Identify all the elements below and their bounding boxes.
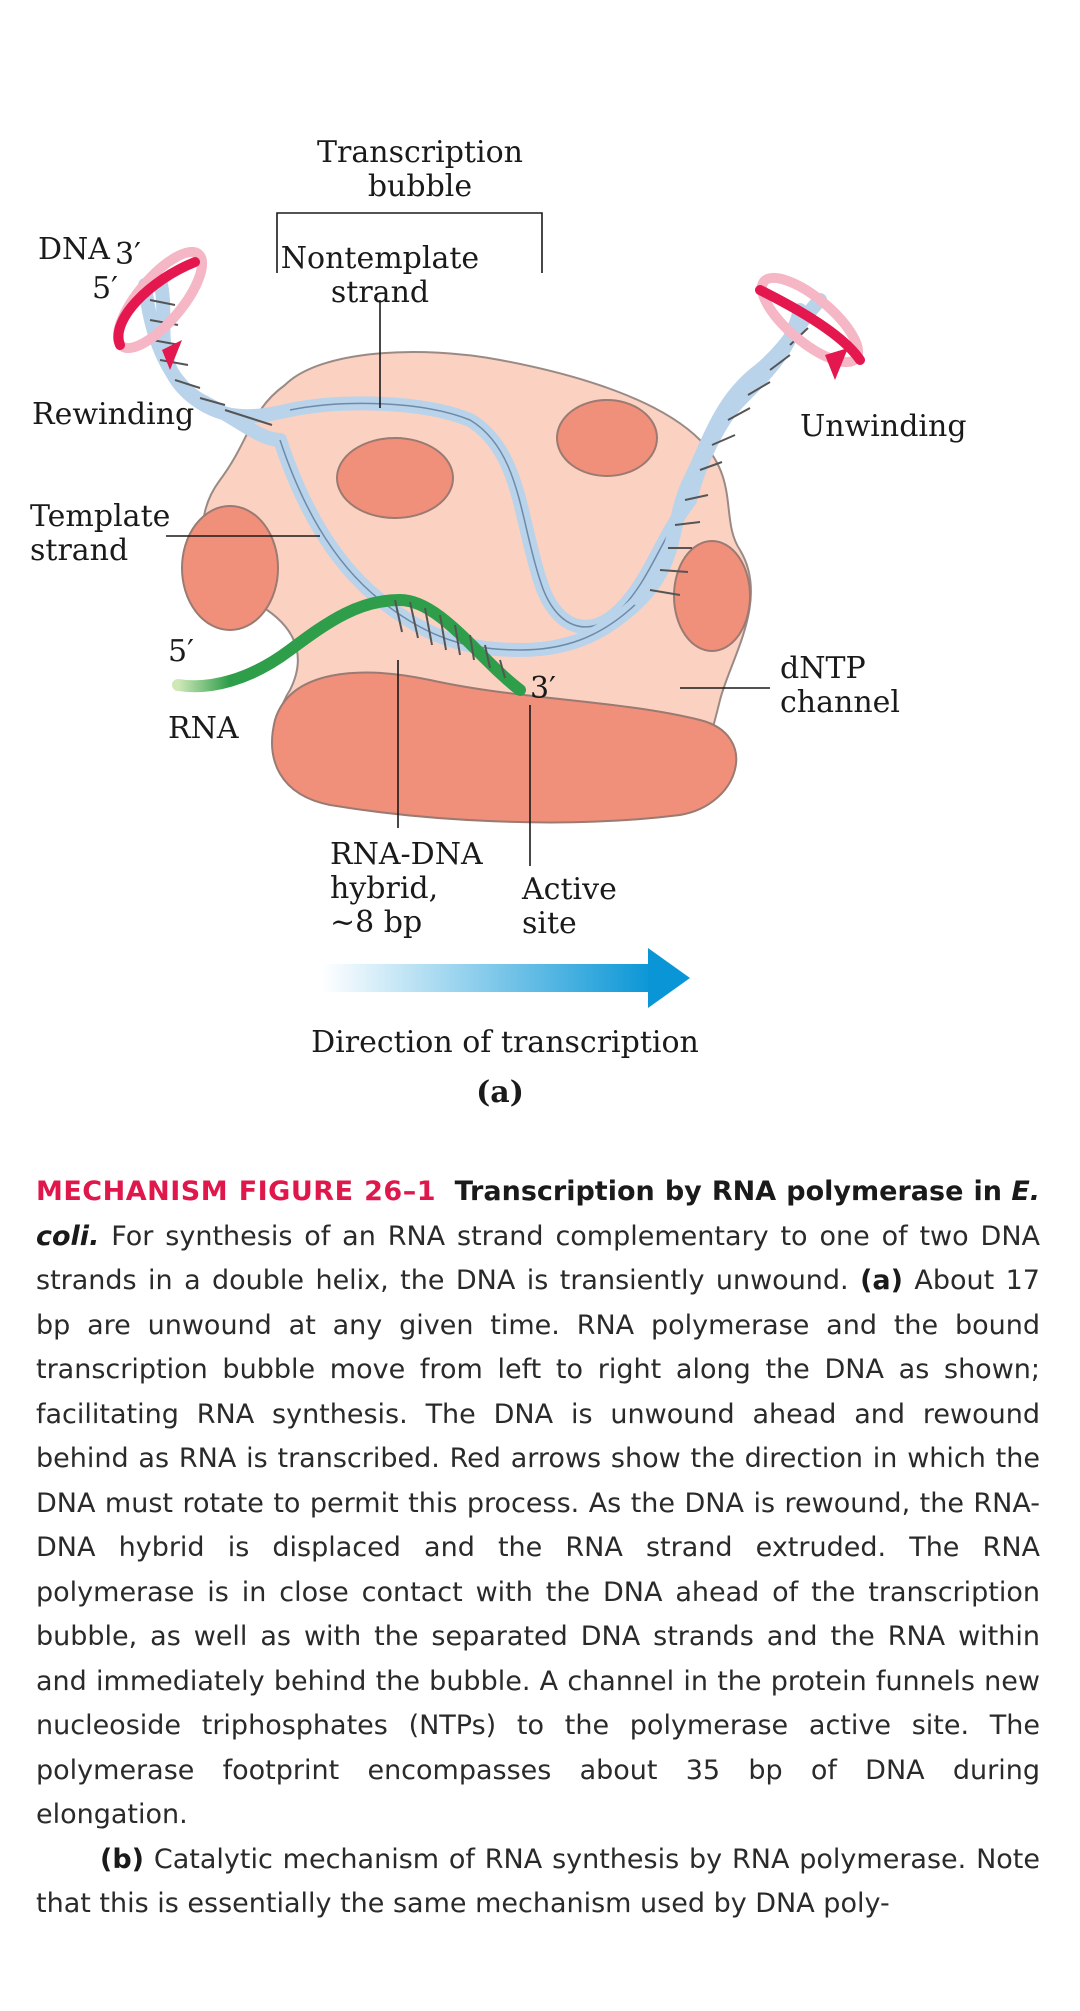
template-strand-label: Template strand bbox=[30, 500, 170, 568]
transcription-bubble-label: Transcription bubble bbox=[300, 136, 540, 204]
label-line: channel bbox=[780, 685, 900, 720]
leader-lines bbox=[166, 212, 770, 866]
unwinding-label: Unwinding bbox=[800, 409, 967, 444]
label-line: bubble bbox=[367, 169, 473, 204]
nontemplate-strand-label: Nontemplate strand bbox=[280, 242, 480, 310]
protein-lobe bbox=[336, 437, 454, 519]
label-line: site bbox=[522, 906, 577, 941]
label-line: hybrid, bbox=[330, 871, 439, 906]
label-line: Template bbox=[30, 499, 171, 534]
direction-arrow bbox=[322, 948, 690, 1008]
rna-dna-hybrid-label: RNA-DNA hybrid, ~8 bp bbox=[330, 838, 483, 940]
label-line: dNTP bbox=[780, 651, 866, 686]
caption-part-a-label: (a) bbox=[860, 1265, 903, 1296]
rewinding-arrow bbox=[112, 246, 208, 370]
label-line: Nontemplate bbox=[280, 241, 480, 276]
transcription-diagram bbox=[112, 212, 865, 1008]
figure-panel-a: Transcription bubble Nontemplate strand … bbox=[30, 136, 967, 1110]
caption-text: For synthesis of an RNA strand complemen… bbox=[36, 1220, 1040, 1297]
dntp-channel-label: dNTP channel bbox=[780, 652, 900, 720]
rna-label: RNA bbox=[168, 711, 239, 746]
five-prime-rna-label: 5′ bbox=[168, 634, 194, 669]
five-prime-dna-label: 5′ bbox=[92, 271, 118, 306]
protein-lobe bbox=[181, 505, 279, 631]
label-line: Transcription bbox=[317, 135, 523, 170]
active-site-label: Active site bbox=[522, 873, 617, 941]
caption-figure-label: MECHANISM FIGURE 26–1 bbox=[36, 1176, 436, 1207]
rna-dna-hybrid-hatch bbox=[394, 599, 506, 679]
unwinding-arrow bbox=[755, 272, 865, 380]
caption-text: About 17 bp are unwound at any given tim… bbox=[36, 1265, 1040, 1830]
rna-strand bbox=[172, 593, 526, 696]
panel-label: (a) bbox=[476, 1075, 524, 1110]
protein-lower-lobe bbox=[271, 671, 738, 824]
label-line: Active bbox=[522, 872, 617, 907]
label-line: strand bbox=[330, 275, 430, 310]
caption-paragraph: MECHANISM FIGURE 26–1 Transcription by R… bbox=[36, 1170, 1040, 1838]
label-line: strand bbox=[30, 533, 129, 568]
caption-text: Catalytic mechanism of RNA synthesis by … bbox=[36, 1843, 1040, 1920]
three-prime-dna-label: 3′ bbox=[115, 237, 141, 272]
protein-lobe bbox=[673, 540, 751, 652]
protein-lobe bbox=[556, 399, 658, 477]
caption-paragraph: (b) Catalytic mechanism of RNA synthesis… bbox=[36, 1838, 1040, 1927]
caption-title: Transcription by RNA polymerase in bbox=[454, 1176, 1002, 1207]
figure-caption: MECHANISM FIGURE 26–1 Transcription by R… bbox=[36, 1170, 1040, 1927]
caption-part-b-label: (b) bbox=[100, 1843, 145, 1875]
label-line: ~8 bp bbox=[330, 905, 423, 940]
rewinding-label: Rewinding bbox=[32, 397, 195, 432]
dna-label: DNA bbox=[38, 232, 110, 267]
caption-organism: E. coli. bbox=[36, 1176, 1041, 1252]
label-line: RNA-DNA bbox=[330, 837, 483, 872]
direction-label: Direction of transcription bbox=[311, 1025, 699, 1060]
three-prime-rna-label: 3′ bbox=[530, 671, 556, 706]
